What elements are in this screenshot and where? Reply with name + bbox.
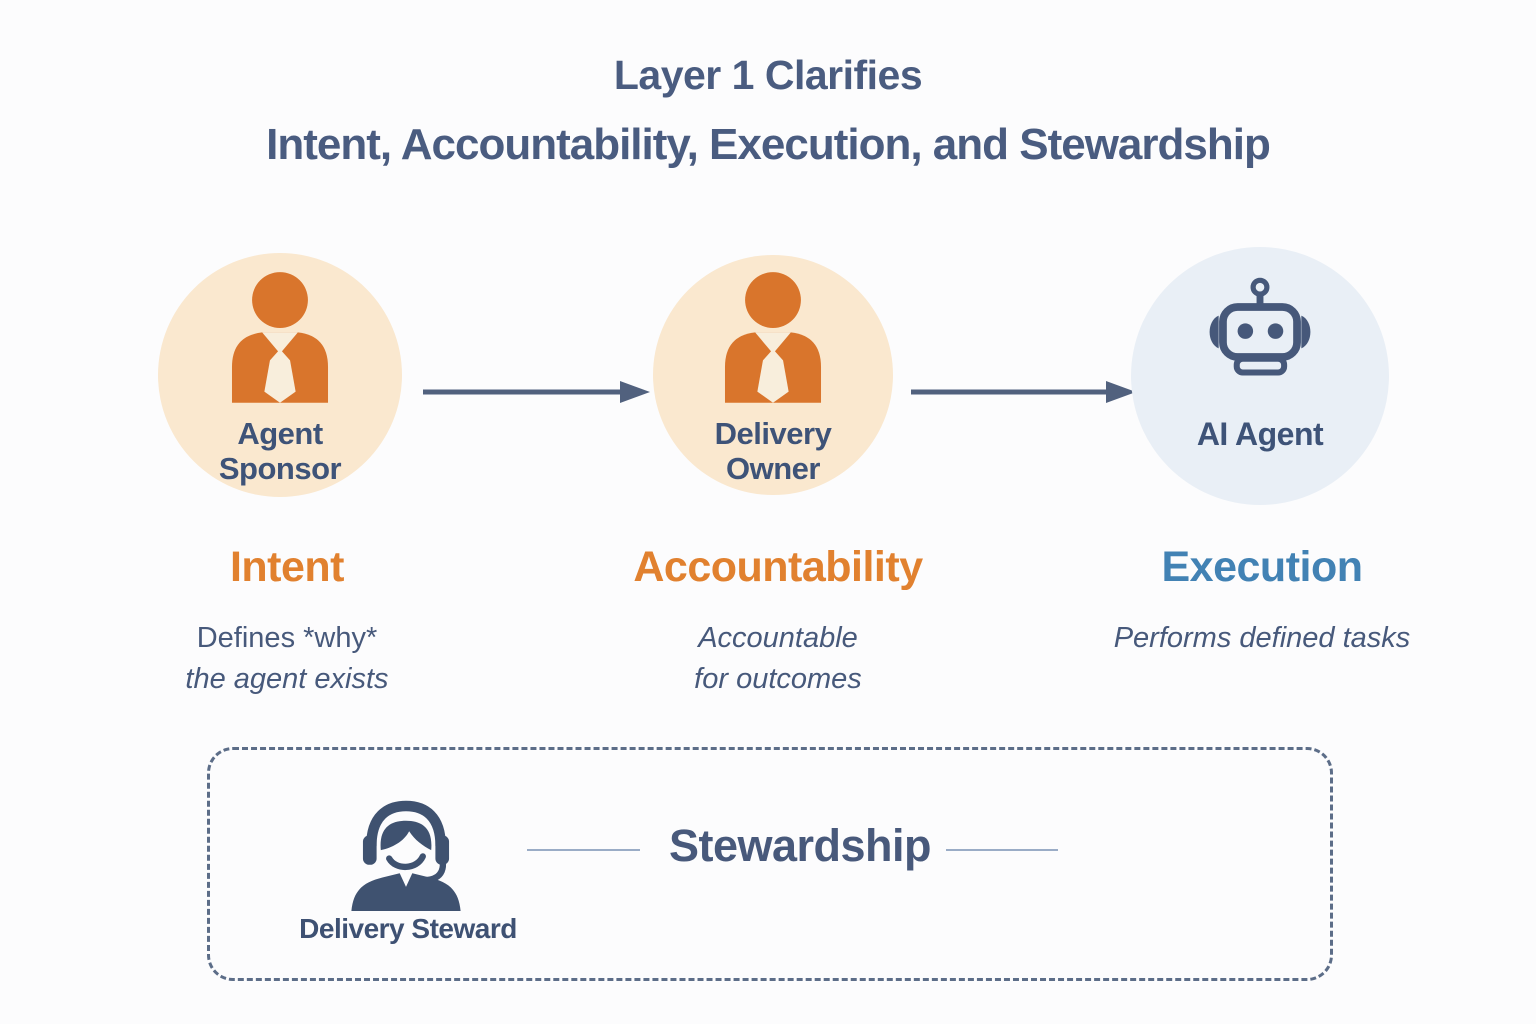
column-heading: Intent: [229, 543, 345, 591]
column-intent: Intent Defines *why* the agent exists: [87, 543, 487, 700]
stewardship-rule-left: [527, 849, 640, 851]
node-ai-agent: AI Agent: [1131, 247, 1389, 505]
person-tie-icon: [221, 271, 339, 410]
diagram-title-line1: Layer 1 Clarifies: [613, 52, 923, 98]
column-accountability: Accountability Accountable for outcomes: [578, 543, 978, 700]
node-agent-sponsor: Agent Sponsor: [158, 253, 402, 497]
stewardship-heading: Stewardship: [668, 820, 932, 871]
column-description: Defines *why* the agent exists: [185, 622, 389, 695]
person-tie-icon: [714, 271, 832, 410]
delivery-steward-label: Delivery Steward: [299, 913, 517, 944]
column-heading: Execution: [1161, 543, 1364, 591]
flow-arrow-1: [420, 378, 652, 411]
stewardship-rule-right: [946, 849, 1058, 851]
node-label: Agent Sponsor: [218, 416, 342, 487]
column-heading: Accountability: [633, 543, 923, 591]
diagram-title-line2: Intent, Accountability, Execution, and S…: [266, 120, 1271, 169]
column-description: Accountable for outcomes: [694, 622, 862, 695]
column-execution: Execution Performs defined tasks: [1062, 543, 1462, 659]
stewardship-box: [207, 747, 1333, 981]
flow-arrow-2: [908, 378, 1138, 411]
robot-icon: [1204, 271, 1316, 398]
headset-person-icon: [343, 778, 469, 923]
node-label: Delivery Owner: [714, 416, 832, 487]
column-description: Performs defined tasks: [1113, 622, 1411, 654]
node-label: AI Agent: [1196, 416, 1324, 452]
node-delivery-owner: Delivery Owner: [653, 255, 893, 495]
